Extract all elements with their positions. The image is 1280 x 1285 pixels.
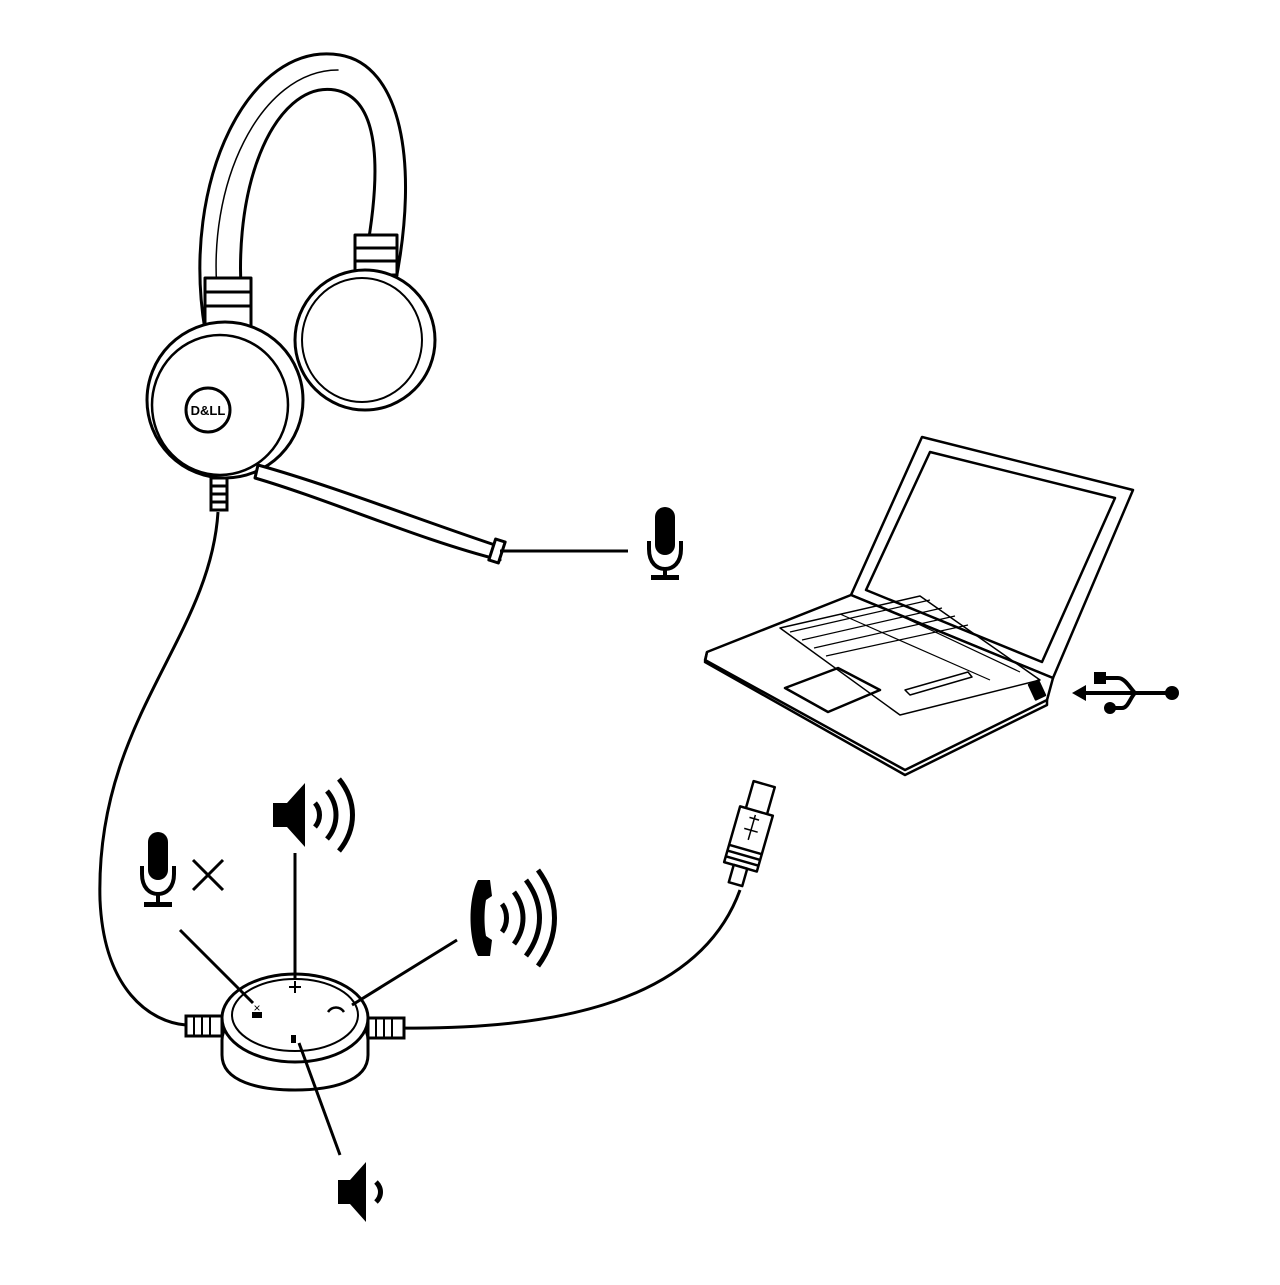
dell-logo: D&LL [184,386,232,434]
usb-icon [1072,672,1179,714]
usb-plug [722,779,777,888]
dell-logo-text: D&LL [191,403,226,418]
microphone-mute-icon [140,832,225,907]
volume-down-icon [338,1162,383,1222]
controller-volume-up-button[interactable] [289,981,301,993]
headset-cable [98,476,229,1027]
controller-call-button[interactable] [326,1006,346,1013]
microphone-boom [253,463,507,565]
controller-callout-lines [178,853,458,1156]
volume-up-icon [273,777,355,853]
microphone-icon [647,507,683,580]
call-answer-icon [470,868,557,968]
controller-volume-down-button[interactable] [291,1035,296,1043]
usb-cable [399,889,742,1030]
svg-text:×: × [253,1001,260,1015]
laptop [703,435,1135,777]
right-ear-cup [293,268,437,412]
controller-mute-button[interactable]: × [252,1001,262,1018]
